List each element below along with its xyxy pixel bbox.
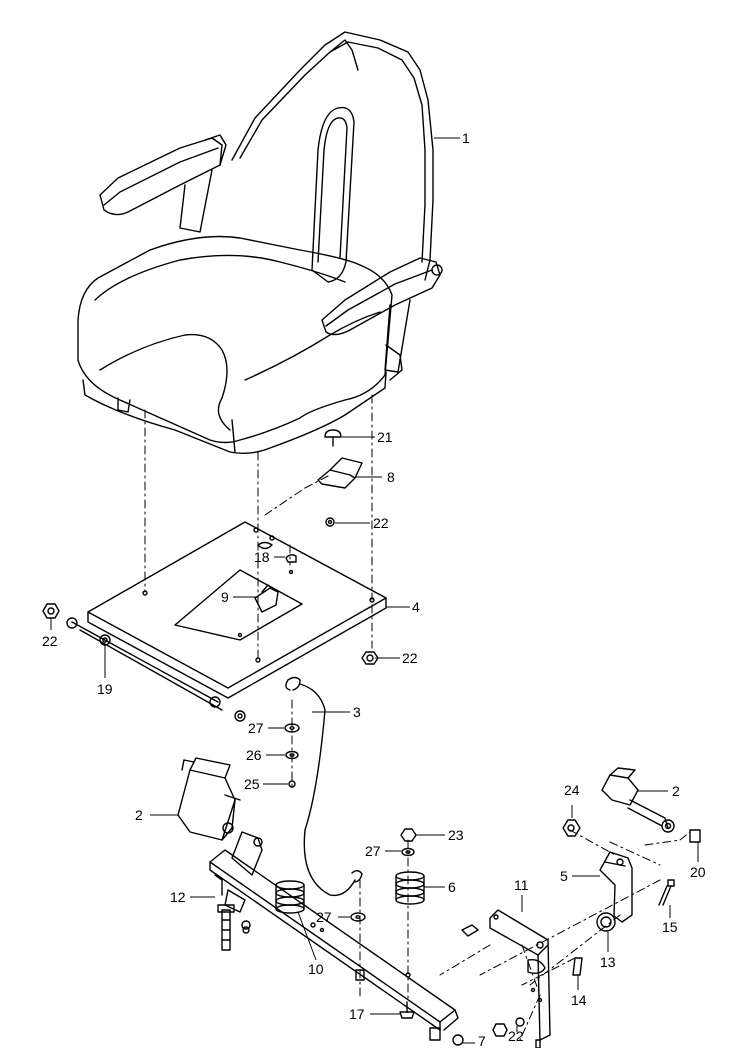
callout-19: 19	[97, 681, 113, 697]
callout-11: 11	[514, 877, 529, 893]
callout-2: 2	[135, 807, 143, 823]
callout-21: 21	[377, 429, 393, 445]
callout-27: 27	[248, 720, 264, 736]
seat	[77, 31, 443, 455]
callout-13: 13	[600, 954, 616, 970]
bracket-assembly	[209, 828, 464, 1046]
callout-10: 10	[308, 961, 324, 977]
callout-3: 3	[353, 704, 361, 720]
callout-25: 25	[244, 776, 260, 792]
callout-2: 2	[672, 783, 680, 799]
callout-22: 22	[508, 1028, 524, 1044]
callout-23: 23	[448, 827, 464, 843]
callout-20: 20	[690, 864, 706, 880]
callout-15: 15	[662, 919, 678, 935]
callout-5: 5	[560, 868, 568, 884]
callout-27: 27	[316, 909, 332, 925]
callout-4: 4	[412, 599, 420, 615]
seat-pan	[42, 521, 387, 722]
callout-22: 22	[373, 515, 389, 531]
callout-1: 1	[462, 130, 470, 146]
callout-17: 17	[349, 1006, 365, 1022]
callout-12: 12	[170, 889, 186, 905]
callout-22: 22	[402, 650, 418, 666]
callout-7: 7	[478, 1033, 486, 1049]
callout-9: 9	[221, 589, 229, 605]
callout-26: 26	[246, 747, 262, 763]
callout-14: 14	[571, 992, 587, 1008]
callout-8: 8	[387, 469, 395, 485]
callout-24: 24	[564, 782, 580, 798]
callout-18: 18	[254, 549, 270, 565]
callout-27: 27	[365, 843, 381, 859]
callout-22: 22	[42, 633, 58, 649]
callout-6: 6	[448, 879, 456, 895]
